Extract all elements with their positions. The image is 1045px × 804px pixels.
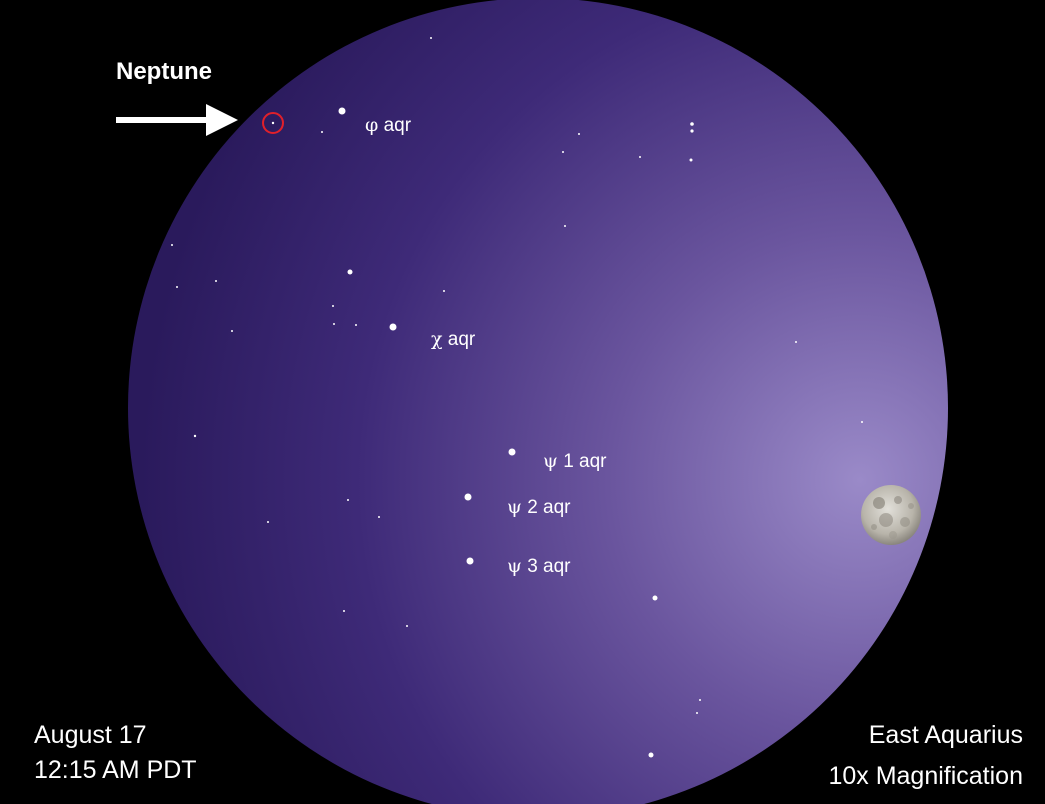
star [267,521,269,523]
star [689,158,693,162]
moon-icon [861,485,921,545]
star-field [171,37,863,758]
star [193,434,197,438]
star-psi1-aqr [508,448,516,456]
star [562,151,564,153]
field-of-view [128,0,948,804]
star [343,610,345,612]
star-name: aqr [447,329,476,350]
view-caption: East Aquarius 10x Magnification [828,720,1023,791]
star-phi-aqr [338,107,346,115]
star [333,323,335,325]
greek-letter: ψ [507,555,522,577]
star [648,752,654,758]
star [406,625,408,627]
star-label-psi1-aqr: ψ 1 aqr [543,450,607,473]
star [564,225,566,227]
star [332,305,334,307]
star [355,324,357,326]
star-label-chi-aqr: χ aqr [431,328,475,351]
star [861,421,863,423]
star [639,156,641,158]
star [652,595,658,601]
star [443,290,445,292]
date-text: August 17 [34,721,147,749]
star [699,699,701,701]
star [578,133,580,135]
star-label-psi2-aqr: ψ 2 aqr [507,496,571,519]
neptune-label: Neptune [116,58,212,85]
star [430,37,432,39]
greek-letter: ψ [543,450,558,472]
star-psi3-aqr [466,557,474,565]
greek-letter: χ [431,328,443,350]
star [347,269,353,275]
star-psi2-aqr [464,493,472,501]
star [215,280,217,282]
star-chi-aqr [389,323,397,331]
star [176,286,178,288]
magnification-text: 10x Magnification [828,762,1023,790]
greek-letter: φ [365,114,379,136]
star [696,712,698,714]
star-name: 1 aqr [563,451,607,472]
star [347,499,349,501]
star [690,129,694,133]
star [321,131,323,133]
target-circle-icon [262,112,284,134]
star-label-psi3-aqr: ψ 3 aqr [507,555,571,578]
star-name: aqr [383,115,412,136]
star-name: 2 aqr [527,497,571,518]
greek-letter: ψ [507,496,522,518]
star [795,341,797,343]
date-time-caption: August 17 12:15 AM PDT [34,720,197,785]
region-text: East Aquarius [868,721,1023,749]
star [690,122,694,126]
star [171,244,173,246]
star [378,516,380,518]
star-name: 3 aqr [527,556,571,577]
neptune-dot [271,121,275,125]
time-text: 12:15 AM PDT [34,756,197,784]
star [231,330,233,332]
arrow-right-icon [116,104,238,136]
star-label-phi-aqr: φ aqr [365,114,411,137]
